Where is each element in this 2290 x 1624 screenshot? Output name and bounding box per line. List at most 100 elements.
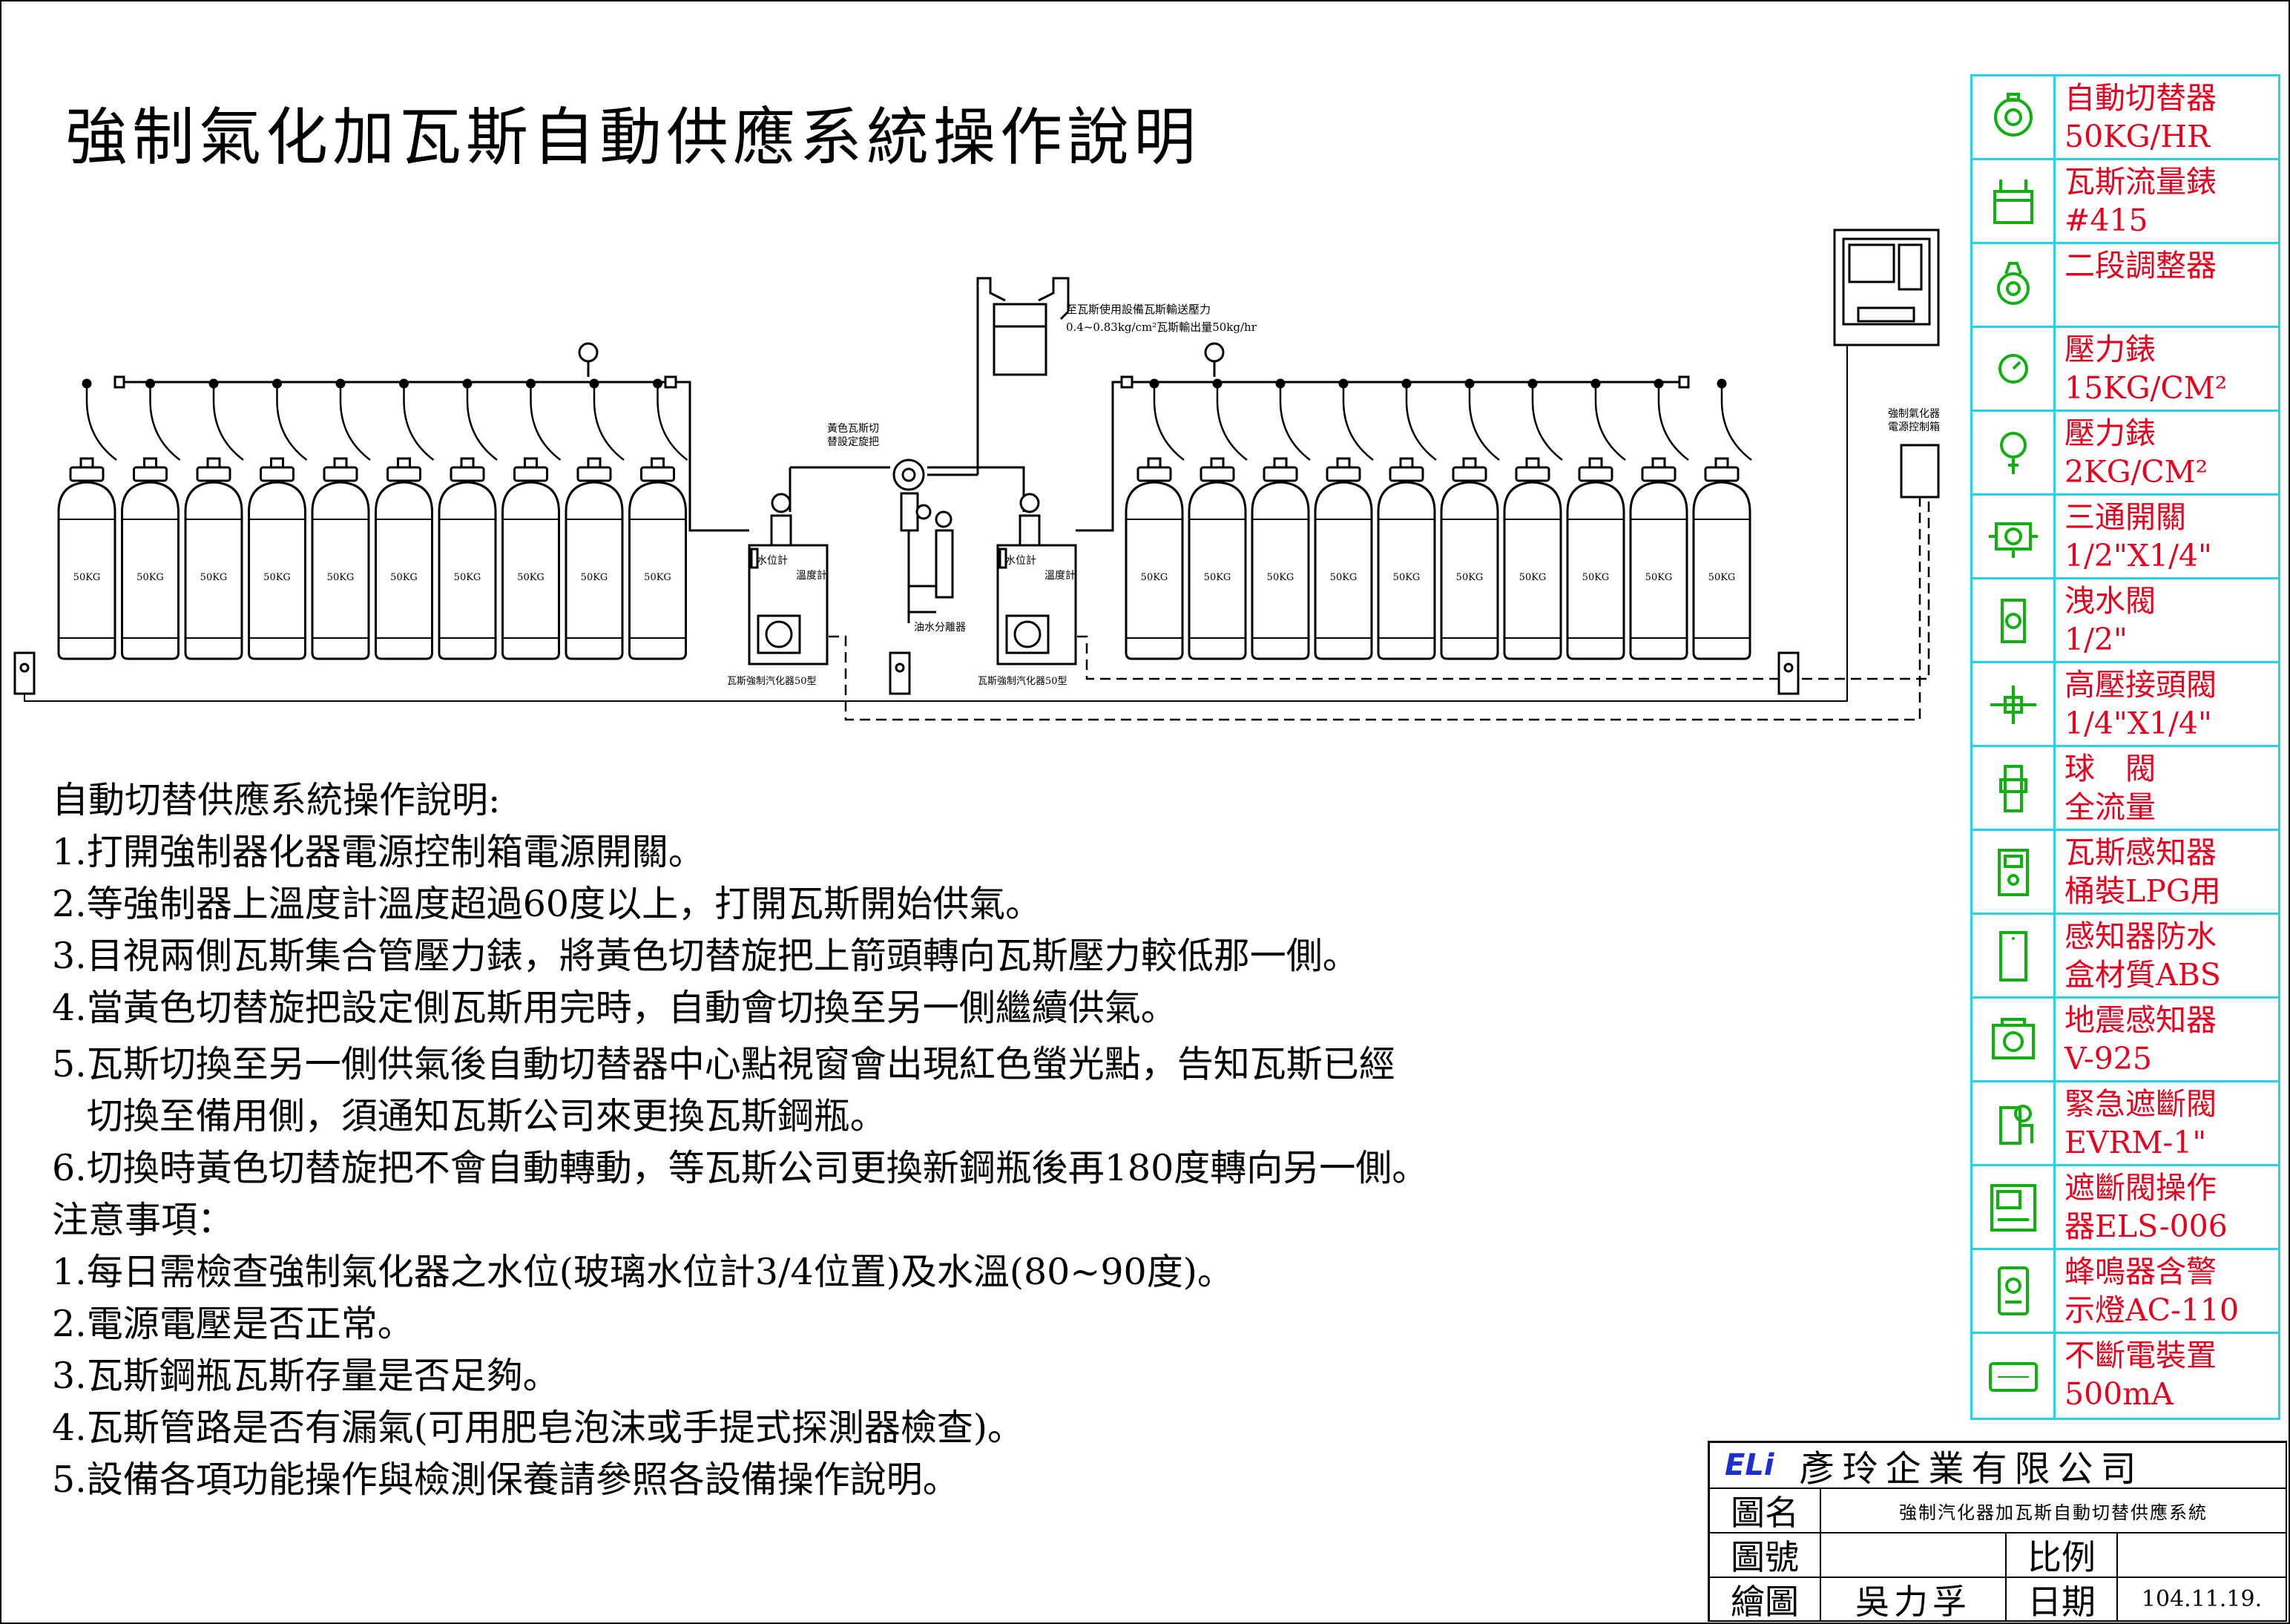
- legend-line-1: 壓力錶: [2064, 332, 2156, 367]
- legend-line-2: V-925: [2064, 1041, 2152, 1076]
- drawing-no: [1821, 1533, 2007, 1578]
- legend-line-2: 15KG/CM²: [2064, 370, 2228, 406]
- cylinder-label: 50KG: [1582, 572, 1610, 583]
- control-box: [1900, 444, 1940, 499]
- control-box-note-line2: 電源控制箱: [1888, 421, 1940, 433]
- legend-row: 二段調整器: [1970, 244, 2280, 328]
- gas-detector-center: [889, 651, 911, 695]
- gas-cylinder: 50KG: [57, 457, 116, 660]
- ups-icon: [1988, 1361, 2038, 1392]
- cylinder-label: 50KG: [327, 572, 355, 583]
- cylinder-label: 50KG: [390, 572, 418, 583]
- note-3: 3.瓦斯鋼瓶瓦斯存量是否足夠。: [52, 1355, 559, 1397]
- seismic-sensor-icon: [1991, 1018, 2035, 1059]
- legend-line-1: 瓦斯流量錶: [2064, 164, 2217, 200]
- legend-line-1: 壓力錶: [2064, 415, 2156, 451]
- company-logo: ELi: [1725, 1448, 1774, 1482]
- cylinder-label: 50KG: [1519, 572, 1547, 583]
- vaporizer-label-left: 瓦斯強制汽化器50型: [727, 676, 817, 687]
- gas-cylinder: 50KG: [1188, 457, 1247, 660]
- note-5: 5.設備各項功能操作與檢測保養請參照各設備操作說明。: [52, 1459, 959, 1501]
- gas-cylinder: 50KG: [1251, 457, 1310, 660]
- vaporizer-right: [996, 493, 1077, 665]
- gas-cylinder: 50KG: [311, 457, 370, 660]
- instruction-step-5: 5.瓦斯切換至另一側供氣後自動切替器中心點視窗會出現紅色螢光點，告知瓦斯已經: [52, 1043, 1395, 1085]
- gas-meter-icon: [1993, 180, 2033, 224]
- cylinder-label: 50KG: [1393, 572, 1421, 583]
- instruction-step-4: 4.當黃色切替旋把設定側瓦斯用完時，自動會切換至另一側繼續供氣。: [52, 987, 1177, 1029]
- legend-row: 遮斷閥操作器ELS-006: [1970, 1166, 2280, 1250]
- title-block: ELi 彥玲企業有限公司 圖名 強制汽化器加瓦斯自動切替供應系統 圖號 比例 繪…: [1708, 1441, 2287, 1622]
- legend-line-2: 盒材質ABS: [2064, 957, 2221, 993]
- date-value: 104.11.19.: [2118, 1578, 2287, 1622]
- legend-icon-cell: [1973, 1166, 2056, 1248]
- legend-line-2: 2KG/CM²: [2064, 454, 2208, 490]
- legend-line-2: 500mA: [2064, 1376, 2174, 1412]
- legend-line-1: 不斷電裝置: [2064, 1338, 2217, 1373]
- legend-icon-cell: [1973, 1250, 2056, 1332]
- outlet-note-line2: 0.4~0.83kg/cm²瓦斯輸出量50kg/hr: [1066, 320, 1257, 334]
- legend-line-2: 全流量: [2064, 789, 2156, 825]
- gas-cylinder: 50KG: [1314, 457, 1373, 660]
- gas-cylinder: 50KG: [1629, 457, 1688, 660]
- legend-icon-cell: [1973, 1334, 2056, 1418]
- legend-line-2: 1/2": [2064, 622, 2128, 657]
- legend-line-2: 1/2"X1/4": [2064, 538, 2212, 573]
- note-2: 2.電源電壓是否正常。: [52, 1303, 414, 1345]
- waterproof-box-icon: [1998, 931, 2027, 982]
- switch-note-line2: 替設定旋把: [827, 436, 879, 448]
- gas-cylinder: 50KG: [1503, 457, 1562, 660]
- cylinder-label: 50KG: [644, 572, 671, 583]
- legend-line-1: 緊急遮斷閥: [2064, 1086, 2217, 1122]
- gas-cylinder: 50KG: [1566, 457, 1625, 660]
- legend-icon-cell: [1973, 496, 2056, 577]
- switch-note-line1: 黃色瓦斯切: [827, 422, 879, 435]
- legend-line-1: 洩水閥: [2064, 583, 2156, 619]
- gas-meter: [976, 277, 1070, 475]
- separator-label: 油水分離器: [914, 621, 966, 634]
- instruction-step-3: 3.目視兩側瓦斯集合管壓力錶，將黃色切替旋把上箭頭轉向瓦斯壓力較低那一側。: [52, 935, 1359, 977]
- thermometer-label-right: 溫度計: [1044, 570, 1076, 582]
- legend-row: 蜂鳴器含警示燈AC-110: [1970, 1250, 2280, 1334]
- three-way-valve-icon: [1988, 522, 2038, 558]
- legend-line-1: 感知器防水: [2064, 918, 2217, 954]
- gas-cylinder: 50KG: [1440, 457, 1499, 660]
- gauge-right: [1204, 342, 1225, 377]
- note-4: 4.瓦斯管路是否有漏氣(可用肥皂泡沫或手提式探測器檢查)。: [52, 1407, 1024, 1449]
- legend-line-1: 遮斷閥操作: [2064, 1170, 2217, 1206]
- auto-switch-icon: [1993, 93, 2033, 137]
- legend-icon-cell: [1973, 1082, 2056, 1164]
- shutoff-controller-icon: [1990, 1184, 2036, 1232]
- legend-text: 球 閥全流量: [2056, 747, 2278, 829]
- drawing-no-label: 圖號: [1710, 1533, 1821, 1578]
- cylinder-label: 50KG: [581, 572, 608, 583]
- auto-switch-assembly: [892, 458, 954, 623]
- emergency-shutoff-icon: [1998, 1105, 2033, 1145]
- legend-line-1: 三通開關: [2064, 499, 2186, 535]
- legend-line-2: 桶裝LPG用: [2064, 873, 2221, 909]
- scale-value: [2118, 1533, 2287, 1578]
- legend-icon-cell: [1973, 244, 2056, 326]
- legend-line-1: 瓦斯感知器: [2064, 835, 2217, 870]
- date-label: 日期: [2007, 1578, 2118, 1622]
- legend-icon-cell: [1973, 999, 2056, 1080]
- drawing-name: 強制汽化器加瓦斯自動切替供應系統: [1821, 1489, 2287, 1533]
- legend-icon-cell: [1973, 831, 2056, 913]
- cylinder-label: 50KG: [454, 572, 481, 583]
- legend-line-2: EVRM-1": [2064, 1125, 2207, 1160]
- drawn-by-label: 繪圖: [1710, 1578, 1821, 1622]
- page-title: 強制氣化加瓦斯自動供應系統操作說明: [65, 101, 1201, 174]
- drawing-name-label: 圖名: [1710, 1489, 1821, 1533]
